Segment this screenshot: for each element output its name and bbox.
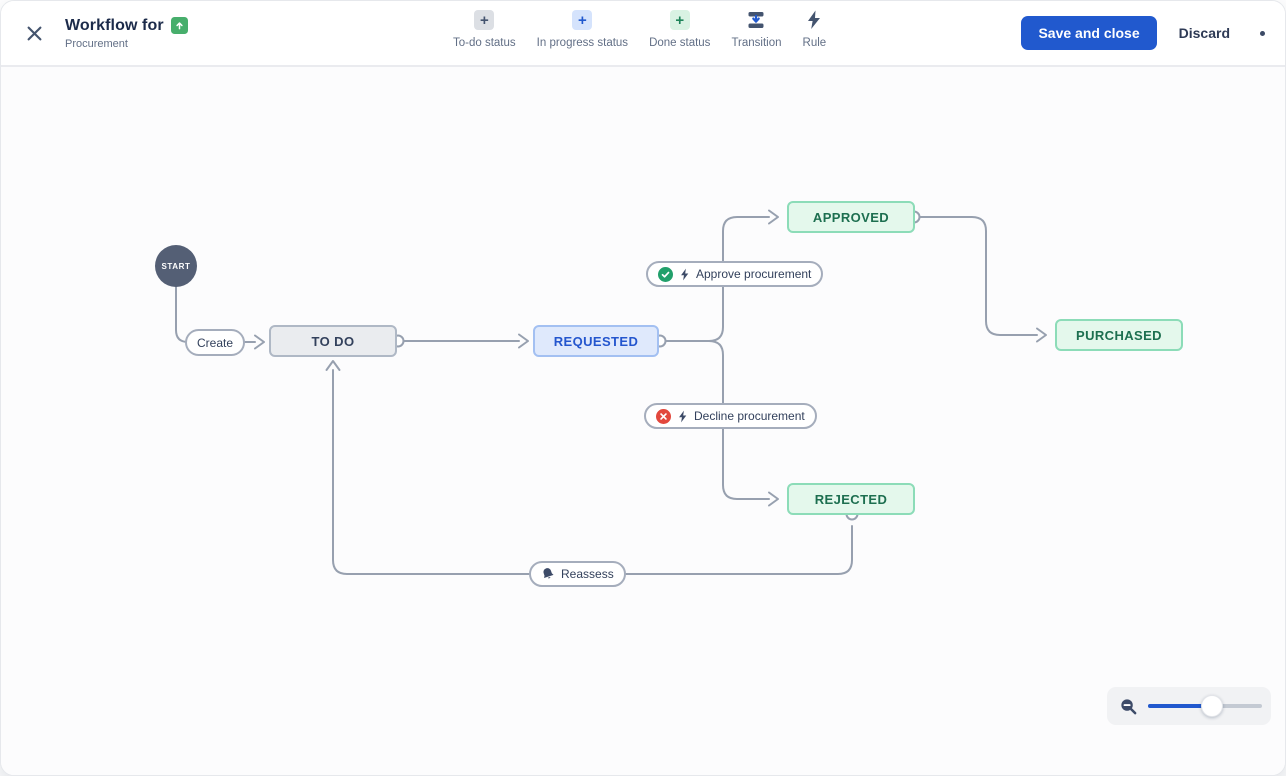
lightning-icon [804,10,824,30]
tool-in-progress-status[interactable]: + In progress status [536,10,629,49]
issue-type-icon [170,17,188,34]
zoom-out-button[interactable] [1119,697,1138,716]
tool-done-status[interactable]: + Done status [649,10,711,49]
transition-reassess[interactable]: Reassess [529,561,626,587]
tool-transition[interactable]: Transition [731,10,782,49]
transition-decline-procurement[interactable]: Decline procurement [644,403,817,429]
page-title: Workflow for [65,16,164,34]
tool-todo-status[interactable]: + To-do status [453,10,516,49]
zoom-slider-thumb[interactable] [1201,695,1223,717]
plus-icon: + [474,10,495,30]
zoom-slider[interactable] [1148,695,1262,717]
zoom-slider-fill [1148,704,1212,708]
discard-button[interactable]: Discard [1171,25,1238,41]
workflow-subtitle: Procurement [65,37,128,50]
close-icon [27,26,41,40]
start-node[interactable]: START [155,245,197,287]
cross-circle-icon [656,408,671,424]
lightning-icon [677,410,688,423]
editor-header: Workflow for Procurement + To-do status … [1,1,1285,67]
plus-icon: + [669,10,690,30]
check-circle-icon [658,266,673,282]
zoom-control [1107,687,1271,725]
plus-icon: + [572,10,593,30]
lightning-icon [679,268,690,281]
transition-icon [746,10,766,30]
workflow-connectors [175,209,1047,575]
transition-approve-procurement[interactable]: Approve procurement [646,261,824,287]
status-to-do[interactable]: TO DO [269,325,397,357]
status-purchased[interactable]: PURCHASED [1055,319,1183,351]
status-requested[interactable]: REQUESTED [533,325,659,357]
overflow-dot[interactable] [1260,30,1265,36]
palette-toolbar: + To-do status + In progress status + Do… [453,10,826,49]
transition-create[interactable]: Create [185,329,246,356]
header-actions: Save and close Discard [1021,16,1265,50]
workflow-canvas[interactable]: START TO DO REQUESTED APPROVED PURCHASED… [1,67,1285,775]
close-button[interactable] [21,20,47,46]
status-rejected[interactable]: REJECTED [787,483,915,515]
bell-icon [541,567,555,581]
status-approved[interactable]: APPROVED [787,201,915,233]
tool-rule[interactable]: Rule [803,10,826,49]
zoom-out-icon [1121,698,1137,714]
save-and-close-button[interactable]: Save and close [1021,16,1157,50]
title-block: Workflow for Procurement [65,17,188,50]
